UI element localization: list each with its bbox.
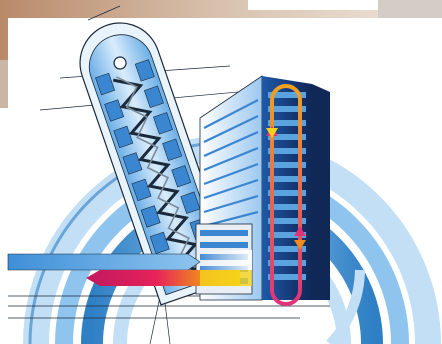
heat-flow-arrow (86, 270, 252, 286)
photo-strip-gap (248, 0, 378, 10)
